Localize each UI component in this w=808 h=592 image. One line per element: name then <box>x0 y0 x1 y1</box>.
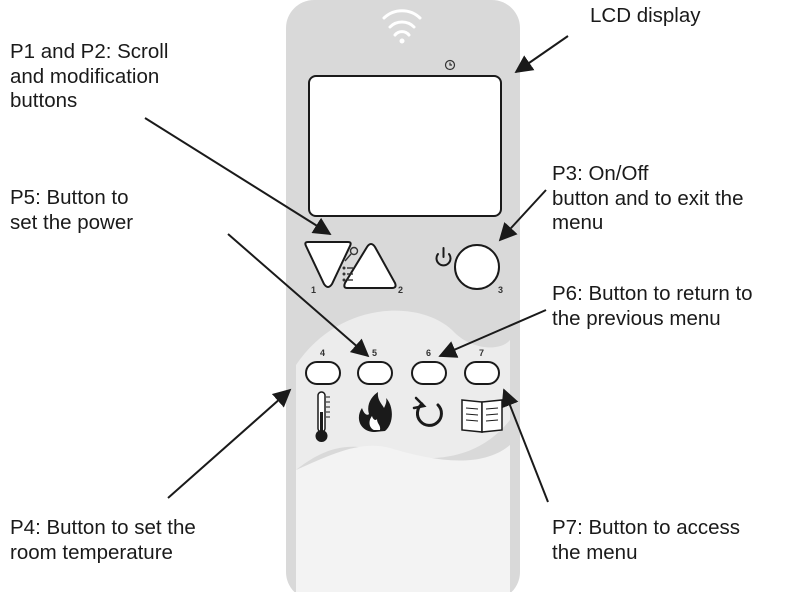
label-p6: P6: Button to return to the previous men… <box>552 282 753 330</box>
button-number-1: 1 <box>311 285 316 295</box>
leader-lcd <box>514 35 569 74</box>
button-number-4: 4 <box>320 348 325 358</box>
button-number-5: 5 <box>372 348 377 358</box>
button-number-3: 3 <box>498 285 503 295</box>
leader-p5 <box>227 233 370 358</box>
lcd-display <box>308 75 502 217</box>
button-p4-room-temperature[interactable] <box>305 361 341 385</box>
leader-p1p2 <box>144 117 332 235</box>
label-p7: P7: Button to access the menu <box>552 516 741 564</box>
button-p6-return[interactable] <box>411 361 447 385</box>
button-p2-scroll-up[interactable] <box>343 243 397 289</box>
label-p1-p2: P1 and P2: Scroll and modification butto… <box>10 40 169 112</box>
wifi-icon <box>382 9 422 44</box>
leader-p4 <box>167 388 292 499</box>
label-p3: P3: On/Off button and to exit the menu <box>552 162 744 234</box>
label-lcd-display: LCD display <box>590 4 701 27</box>
return-arrow-icon <box>412 396 443 427</box>
leader-p3 <box>498 189 547 242</box>
button-p7-menu[interactable] <box>464 361 500 385</box>
button-number-7: 7 <box>479 348 484 358</box>
button-p3-on-off[interactable] <box>454 244 500 290</box>
clock-icon <box>444 59 456 71</box>
label-p4: P4: Button to set the room temperature <box>10 516 196 564</box>
leader-p6 <box>438 309 547 358</box>
flame-icon <box>358 392 392 432</box>
settings-list-icon <box>342 246 359 282</box>
label-p5: P5: Button to set the power <box>10 186 134 234</box>
remote-bottom-panel <box>296 445 510 592</box>
button-p1-scroll-down[interactable] <box>304 241 352 288</box>
power-icon <box>435 247 452 267</box>
button-number-6: 6 <box>426 348 431 358</box>
button-number-2: 2 <box>398 285 403 295</box>
book-icon <box>461 399 503 433</box>
leader-p7 <box>501 388 549 503</box>
button-p5-power[interactable] <box>357 361 393 385</box>
thermometer-icon <box>315 391 330 442</box>
